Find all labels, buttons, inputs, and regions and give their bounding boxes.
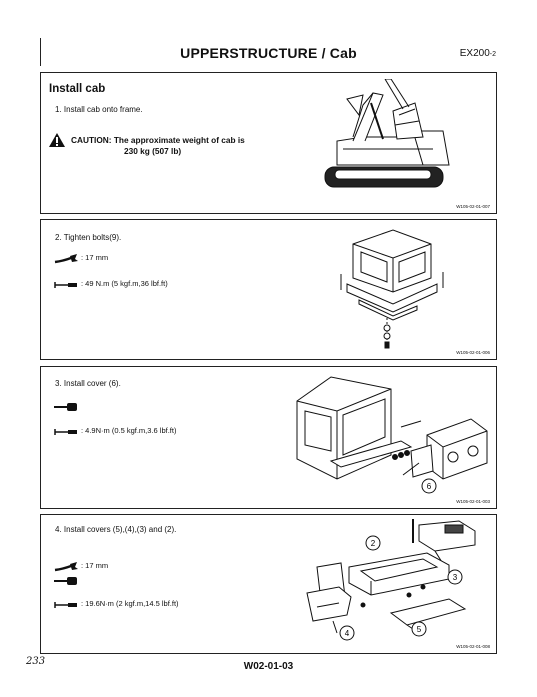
section-tighten-bolts: 2. Tighten bolts(9). : 17 mm : 49 N.m (5… xyxy=(40,219,497,360)
wrench-spec: : 17 mm xyxy=(53,560,108,572)
torque-value: : 49 N.m (5 kgf.m,36 lbf.ft) xyxy=(81,279,168,288)
caution-line-1: CAUTION: The approximate weight of cab i… xyxy=(71,135,245,145)
callout-circle-4 xyxy=(339,625,355,641)
step-4-text: 4. Install covers (5),(4),(3) and (2). xyxy=(55,525,177,534)
cab-bolts-illustration xyxy=(340,229,444,349)
socket-tool xyxy=(53,574,79,586)
step-3-text: 3. Install cover (6). xyxy=(55,379,121,388)
socket-wrench-icon xyxy=(54,403,77,411)
covers-illustration: 2 3 4 5 xyxy=(306,519,476,641)
callout-5: 5 xyxy=(417,625,422,634)
figure-code: W105-02-01-007 xyxy=(456,204,490,209)
model-code: EX200-2 xyxy=(460,48,496,59)
torque-wrench-icon xyxy=(54,429,77,435)
figure-code: W105-02-01-003 xyxy=(456,499,490,504)
model-code-sub: -2 xyxy=(489,51,496,58)
step-2-text: 2. Tighten bolts(9). xyxy=(55,233,122,242)
callout-circle-5 xyxy=(411,621,427,637)
torque-value: : 4.9N·m (0.5 kgf.m,3.6 lbf.ft) xyxy=(81,426,177,435)
torque-wrench-icon xyxy=(54,602,77,608)
socket-tool xyxy=(53,400,79,412)
callout-4: 4 xyxy=(345,629,350,638)
callout-circle-3 xyxy=(447,569,463,585)
section-title: Install cab xyxy=(49,83,106,95)
section-install-cab: Install cab 1. Install cab onto frame. C… xyxy=(40,72,497,214)
wrench-size: : 17 mm xyxy=(81,253,109,262)
cab-cover-illustration: 6 xyxy=(296,376,488,494)
page-number: W02-01-03 xyxy=(243,661,294,672)
wrench-icon xyxy=(54,562,78,572)
excavator-illustration xyxy=(324,79,450,188)
step-1-text: 1. Install cab onto frame. xyxy=(55,105,143,114)
torque-wrench-icon xyxy=(54,282,77,288)
page-title: UPPERSTRUCTURE / Cab xyxy=(180,45,357,61)
figure-code: W105-02-01-006 xyxy=(456,350,490,355)
model-code-main: EX200 xyxy=(459,48,490,59)
wrench-size: : 17 mm xyxy=(81,561,109,570)
torque-spec: : 49 N.m (5 kgf.m,36 lbf.ft) xyxy=(53,278,168,290)
caution-line-2: 230 kg (507 lb) xyxy=(124,146,182,156)
warning-icon xyxy=(49,133,65,147)
callout-circle-6 xyxy=(421,478,437,494)
callout-circle-2 xyxy=(365,535,381,551)
callout-6: 6 xyxy=(427,482,432,491)
section-install-covers: 4. Install covers (5),(4),(3) and (2). :… xyxy=(40,514,497,654)
caution-box: CAUTION: The approximate weight of cab i… xyxy=(49,131,319,157)
wrench-icon xyxy=(54,254,78,264)
callout-2: 2 xyxy=(371,539,376,548)
torque-spec: : 4.9N·m (0.5 kgf.m,3.6 lbf.ft) xyxy=(53,425,176,437)
callout-3: 3 xyxy=(453,573,458,582)
torque-value: : 19.6N·m (2 kgf.m,14.5 lbf.ft) xyxy=(81,599,179,608)
figure-code: W105-02-01-008 xyxy=(456,644,490,649)
section-install-cover: 3. Install cover (6). : 4.9N·m (0.5 kgf.… xyxy=(40,366,497,509)
caution-text: CAUTION: The approximate weight of cab i… xyxy=(71,135,245,157)
socket-wrench-icon xyxy=(54,577,77,585)
torque-spec: : 19.6N·m (2 kgf.m,14.5 lbf.ft) xyxy=(53,598,179,610)
wrench-spec: : 17 mm xyxy=(53,252,108,264)
header-rule xyxy=(40,38,41,66)
handwritten-note: 233 xyxy=(26,656,46,667)
